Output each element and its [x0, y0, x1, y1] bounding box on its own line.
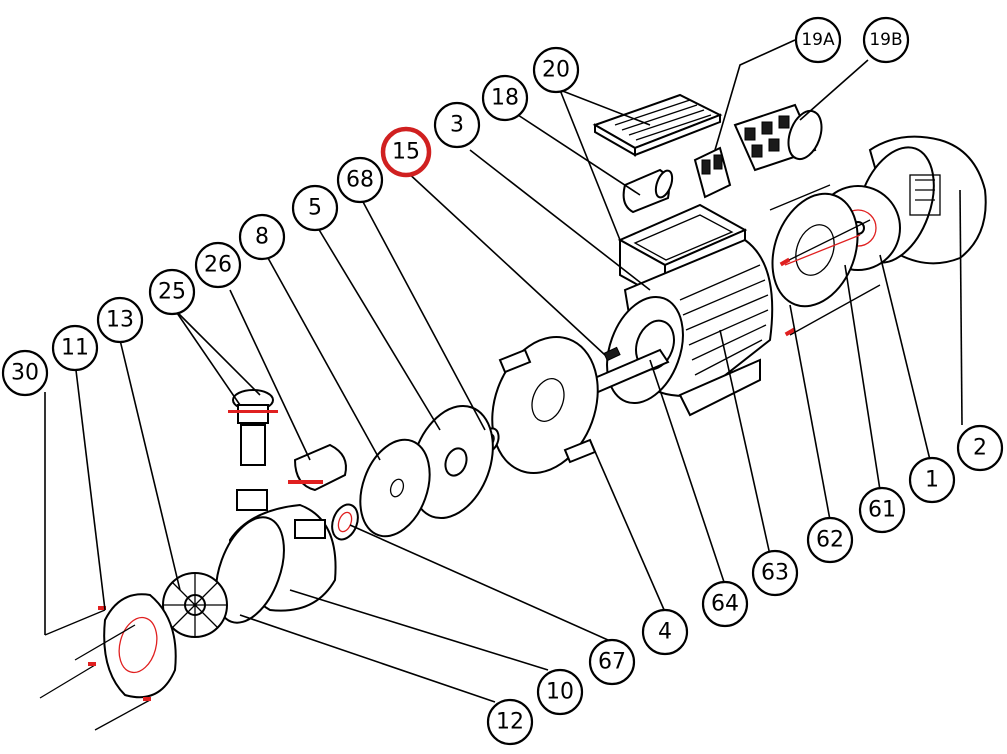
capacitor: [622, 168, 674, 214]
callout-5: 5: [291, 184, 339, 232]
svg-text:19A: 19A: [801, 30, 835, 50]
union-fitting: [228, 389, 278, 466]
svg-text:20: 20: [542, 58, 570, 83]
svg-text:62: 62: [816, 528, 844, 553]
callouts: 30 11 13 25 26 8 5 68: [1, 16, 1004, 746]
bolts: [39, 606, 151, 731]
callout-18: 18: [481, 74, 529, 122]
bracket-plate: [491, 336, 599, 474]
svg-text:11: 11: [61, 336, 89, 361]
svg-text:26: 26: [204, 253, 232, 278]
callout-4: 4: [641, 608, 689, 656]
callout-12: 12: [486, 698, 534, 746]
callout-67: 67: [588, 638, 636, 686]
svg-text:18: 18: [491, 86, 519, 111]
callout-3: 3: [433, 101, 481, 149]
callout-68: 68: [336, 156, 384, 204]
gasket: [359, 438, 431, 538]
callout-2: 2: [956, 424, 1004, 472]
svg-text:19B: 19B: [869, 30, 902, 50]
svg-text:13: 13: [106, 308, 134, 333]
svg-text:4: 4: [658, 620, 672, 645]
svg-text:64: 64: [711, 592, 739, 617]
svg-text:61: 61: [868, 498, 896, 523]
callout-1: 1: [908, 456, 956, 504]
svg-text:30: 30: [11, 361, 39, 386]
callout-62: 62: [806, 516, 854, 564]
callout-25: 25: [148, 268, 196, 316]
svg-text:3: 3: [450, 113, 464, 138]
svg-text:68: 68: [346, 168, 374, 193]
rear-end-shield: [771, 192, 861, 308]
callout-19A: 19A: [794, 16, 842, 64]
callout-63: 63: [751, 549, 799, 597]
svg-text:8: 8: [255, 225, 269, 250]
svg-text:2: 2: [973, 436, 987, 461]
housing-o-ring: [215, 516, 285, 624]
svg-text:5: 5: [308, 196, 322, 221]
callout-15: 15: [380, 126, 432, 178]
svg-text:10: 10: [546, 680, 574, 705]
callout-64: 64: [701, 580, 749, 628]
tie-rods: [769, 184, 881, 337]
callout-19B: 19B: [862, 16, 910, 64]
svg-text:63: 63: [761, 561, 789, 586]
callout-13: 13: [96, 296, 144, 344]
callout-11: 11: [51, 324, 99, 372]
callout-26: 26: [194, 241, 242, 289]
pump-cover: [103, 593, 177, 699]
parts-artwork: [39, 93, 987, 731]
callout-30: 30: [1, 349, 49, 397]
svg-text:25: 25: [158, 280, 186, 305]
leader-lines: [44, 39, 963, 703]
elbow-fitting: [288, 443, 347, 492]
callout-20: 20: [532, 46, 580, 94]
callout-10: 10: [536, 668, 584, 716]
rocker-switch: [693, 146, 732, 199]
terminal-box-lid: [592, 93, 723, 157]
callout-61: 61: [858, 486, 906, 534]
svg-text:15: 15: [392, 140, 420, 165]
svg-text:1: 1: [925, 468, 939, 493]
rotary-switch: [733, 103, 823, 172]
svg-text:12: 12: [496, 710, 524, 735]
o-ring: [331, 503, 359, 541]
svg-text:67: 67: [598, 650, 626, 675]
callout-8: 8: [238, 213, 286, 261]
